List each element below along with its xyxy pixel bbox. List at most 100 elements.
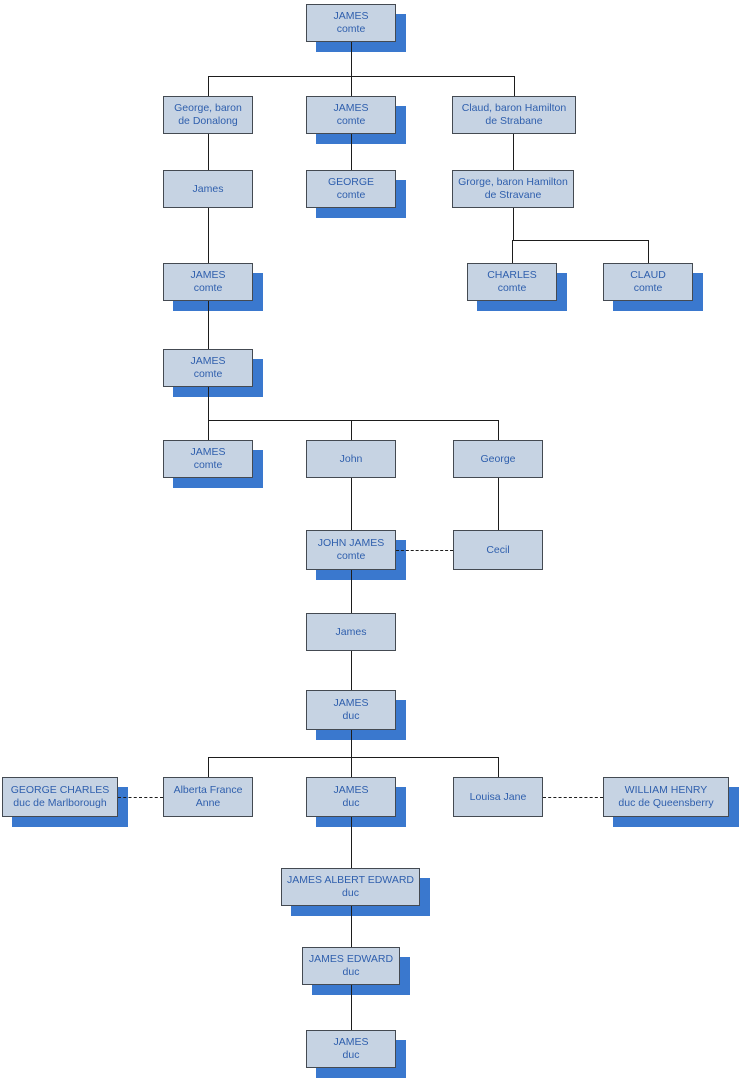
connector-line: [498, 757, 500, 777]
person-title: duc: [342, 797, 360, 809]
person-name: JAMES: [333, 1036, 369, 1048]
person-name: JOHN JAMES: [317, 537, 385, 549]
person-title: comte: [497, 282, 527, 294]
connector-line: [208, 757, 210, 777]
person-name: JAMES: [190, 446, 226, 458]
person-title: Anne: [195, 797, 221, 809]
person-name: JAMES: [333, 102, 369, 114]
person-title: duc de Queensberry: [618, 797, 714, 809]
person-name: Cecil: [486, 543, 510, 556]
connector-line: [208, 208, 210, 263]
person-name: James: [192, 182, 224, 195]
connector-line: [351, 478, 353, 530]
person-name: GEORGE CHARLES: [10, 784, 110, 796]
connector-line: [351, 817, 353, 868]
person-node[interactable]: Cecil: [453, 530, 543, 570]
person-title: de Donalong: [178, 115, 238, 127]
person-title: comte: [193, 282, 223, 294]
person-name: Claud, baron Hamilton: [461, 102, 567, 114]
person-node[interactable]: James: [163, 170, 253, 208]
person-title: duc de Marlborough: [13, 797, 107, 809]
person-node[interactable]: James: [306, 613, 396, 651]
connector-line: [498, 420, 500, 440]
connector-line: [512, 240, 514, 263]
connector-line: [351, 985, 353, 1030]
marriage-link: [118, 797, 163, 798]
person-title: comte: [336, 23, 366, 35]
person-title: duc: [342, 887, 359, 899]
person-name: Grorge, baron Hamilton: [458, 176, 568, 188]
connector-line: [513, 134, 515, 170]
person-title: comte: [633, 282, 663, 294]
connector-line: [498, 478, 500, 530]
connector-line: [351, 570, 353, 613]
person-name: GEORGE: [327, 176, 375, 188]
connector-line: [208, 76, 514, 78]
person-name: John: [339, 452, 363, 465]
connector-line: [351, 906, 353, 947]
person-title: duc: [342, 1049, 360, 1061]
person-name: JAMES: [333, 10, 369, 22]
marriage-link: [543, 797, 603, 798]
person-name: George: [480, 452, 516, 465]
person-name: CLAUD: [630, 269, 666, 281]
connector-line: [648, 240, 650, 263]
connector-line: [208, 134, 210, 170]
person-title: duc: [342, 710, 360, 722]
person-title: duc: [342, 966, 360, 978]
person-node[interactable]: John: [306, 440, 396, 478]
person-name: JAMES ALBERT EDWARD: [286, 874, 414, 886]
person-title: comte: [193, 368, 223, 380]
marriage-link: [396, 550, 453, 551]
person-name: WILLIAM HENRY: [624, 784, 708, 796]
connector-line: [351, 651, 353, 690]
connector-line: [208, 301, 210, 349]
connector-line: [208, 387, 210, 420]
person-node[interactable]: Louisa Jane: [453, 777, 543, 817]
person-title: comte: [336, 115, 366, 127]
connector-line: [208, 76, 210, 96]
connector-line: [208, 420, 210, 440]
connector-line: [351, 134, 353, 170]
person-name: Alberta France: [173, 784, 243, 796]
person-title: comte: [193, 459, 223, 471]
connector-line: [208, 757, 499, 759]
person-name: JAMES EDWARD: [308, 953, 394, 965]
person-name: JAMES: [190, 269, 226, 281]
connector-line: [351, 757, 353, 777]
person-name: JAMES: [190, 355, 226, 367]
connector-line: [208, 420, 499, 422]
person-title: de Stravane: [484, 189, 542, 201]
connector-line: [512, 240, 649, 242]
person-name: JAMES: [333, 784, 369, 796]
person-name: JAMES: [333, 697, 369, 709]
connector-line: [514, 76, 516, 96]
connector-line: [351, 420, 353, 440]
connector-line: [513, 208, 515, 240]
person-node[interactable]: George: [453, 440, 543, 478]
person-title: comte: [336, 550, 366, 562]
person-name: James: [335, 625, 367, 638]
person-name: George, baron: [174, 102, 242, 114]
connector-line: [351, 730, 353, 757]
